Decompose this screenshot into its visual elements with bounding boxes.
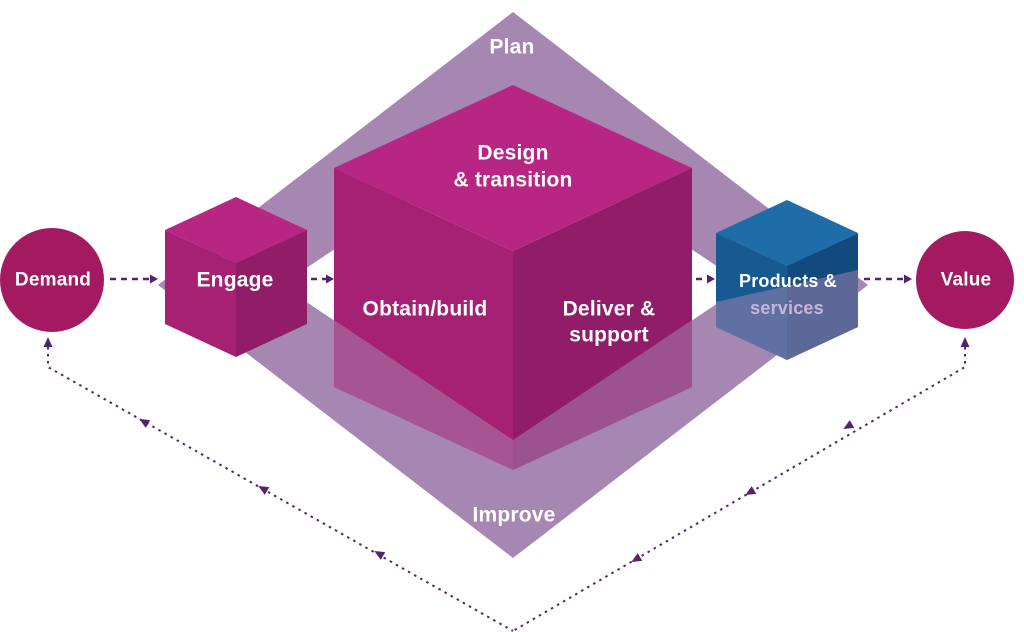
engage-cube — [165, 197, 307, 357]
feedback-arrowhead-left-3 — [374, 551, 386, 560]
label-obtain-build: Obtain/build — [362, 297, 488, 321]
value-circle — [916, 231, 1014, 329]
label-products-line2: services — [750, 298, 824, 318]
label-improve: Improve — [472, 503, 556, 527]
flow-arrowheads — [150, 274, 912, 284]
label-demand: Demand — [14, 269, 92, 291]
feedback-arrowhead-right-2 — [745, 486, 757, 496]
demand-circle — [0, 228, 104, 332]
central-cube — [334, 85, 692, 470]
label-design-line2: & transition — [453, 168, 573, 192]
feedback-arrowhead-left-1 — [139, 419, 151, 428]
arrowhead-demand-to-engage — [150, 274, 158, 284]
feedback-path-right — [512, 340, 966, 632]
products-cube-ring-overlap — [716, 270, 858, 360]
label-deliver-line1: Deliver & — [562, 297, 656, 321]
products-services-cube — [716, 200, 858, 360]
feedback-arrowhead-left-2 — [258, 486, 270, 495]
central-cube-ring-overlap — [334, 320, 692, 470]
arrowhead-engage-to-chain — [326, 274, 334, 284]
label-engage: Engage — [196, 268, 274, 292]
feedback-arrowhead-right-3 — [843, 420, 855, 430]
feedback-arrowheads — [43, 337, 970, 563]
arrowhead-products-to-value — [904, 274, 912, 284]
feedback-arrowhead-right-1 — [631, 553, 643, 563]
feedback-loop — [47, 340, 966, 632]
label-plan: Plan — [489, 35, 535, 59]
feedback-path-left — [47, 340, 514, 632]
label-design-line1: Design — [477, 141, 549, 165]
label-products-line1: Products & — [738, 271, 838, 291]
arrowhead-chain-to-products — [707, 274, 715, 284]
feedback-arrowhead-into-value — [960, 337, 970, 347]
label-deliver-line2: support — [569, 323, 649, 347]
label-value: Value — [940, 269, 992, 291]
engage-cube-left-face — [165, 230, 236, 357]
feedback-arrowhead-into-demand — [43, 337, 53, 347]
engage-cube-right-face — [236, 230, 307, 357]
value-chain-ring — [158, 12, 868, 558]
